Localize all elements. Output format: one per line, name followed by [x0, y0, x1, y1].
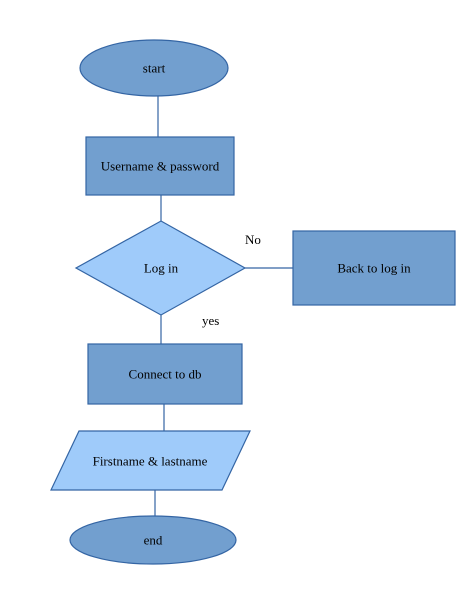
connectors: [154, 95, 293, 516]
login-label: Log in: [144, 261, 179, 276]
credentials-label: Username & password: [101, 159, 220, 174]
start-label: start: [143, 61, 166, 76]
start-node: start: [79, 39, 229, 97]
back-node: Back to log in: [292, 230, 456, 306]
back-box: [292, 230, 456, 306]
end-label: end: [144, 533, 163, 548]
connect-label: Connect to db: [129, 367, 202, 382]
end-ellipse: [69, 515, 237, 565]
names-label: Firstname & lastname: [93, 454, 208, 469]
back-label: Back to log in: [337, 261, 411, 276]
login-diamond: [74, 220, 247, 316]
credentials-node: Username & password: [85, 136, 235, 196]
start-ellipse: [79, 39, 229, 97]
yes-edge-label: yes: [202, 313, 219, 328]
names-parallelogram: [50, 430, 251, 491]
names-node: Firstname & lastname: [50, 430, 251, 491]
login-decision-node: Log in: [74, 220, 247, 316]
end-node: end: [69, 515, 237, 565]
credentials-box: [85, 136, 235, 196]
no-edge-label: No: [245, 232, 261, 247]
connect-node: Connect to db: [87, 343, 243, 405]
connect-box: [87, 343, 243, 405]
